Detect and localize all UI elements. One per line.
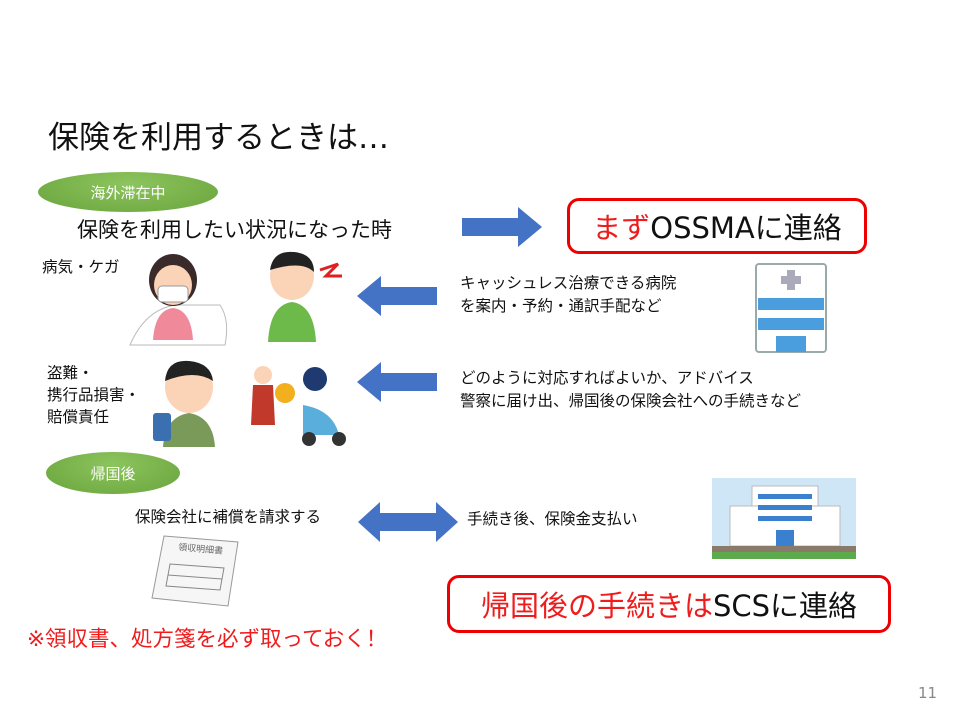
scs-contact-red: 帰国後の手続きは <box>480 589 713 623</box>
broken-phone-illustration <box>153 360 215 447</box>
illness-support-line2: を案内・予約・通訳手配など <box>460 297 662 315</box>
sick-person-illustration <box>129 254 228 346</box>
payment-text: 手続き後、保険金支払い <box>467 510 638 528</box>
injured-person-illustration <box>268 251 342 342</box>
situation-text: 保険を利用したい状況になった時 <box>77 218 392 242</box>
badge-abroad: 海外滞在中 <box>38 172 218 212</box>
receipt-note: ※領収書、処方箋を必ず取っておく！ <box>27 627 388 652</box>
svg-text:領収明細書: 領収明細書 <box>178 541 224 557</box>
insurance-company-building-illustration <box>712 478 856 559</box>
theft-label-line3: 賠償責任 <box>47 408 110 426</box>
page-number: 11 <box>918 684 938 702</box>
theft-support-text: どのように対応すればよいか、アドバイス 警察に届け出、帰国後の保険会社への手続き… <box>460 367 801 413</box>
theft-label-line1: 盗難・ <box>47 364 94 382</box>
theft-label-line2: 携行品損害・ <box>47 386 141 404</box>
ossma-contact-red: まず <box>592 211 651 245</box>
double-arrow-icon <box>358 502 458 542</box>
theft-support-line1: どのように対応すればよいか、アドバイス <box>460 369 754 387</box>
theft-support-line2: 警察に届け出、帰国後の保険会社への手続きなど <box>460 392 802 410</box>
badge-after-return: 帰国後 <box>46 452 180 494</box>
snatch-theft-illustration <box>251 366 346 446</box>
illness-label: 病気・ケガ <box>42 258 120 276</box>
slide-title: 保険を利用するときは… <box>48 120 389 156</box>
receipt-illustration: 領収明細書 <box>151 535 239 607</box>
claim-text: 保険会社に補償を請求する <box>135 508 322 526</box>
illness-support-line1: キャッシュレス治療できる病院 <box>460 274 677 292</box>
scs-contact-black: SCSに連絡 <box>712 589 858 623</box>
hospital-icon <box>755 263 827 353</box>
ossma-contact-black: OSSMAに連絡 <box>650 211 842 245</box>
left-arrow-icon <box>357 276 437 316</box>
right-arrow-icon <box>462 207 542 247</box>
left-arrow-icon <box>357 362 437 402</box>
illness-support-text: キャッシュレス治療できる病院 を案内・予約・通訳手配など <box>460 272 676 318</box>
theft-label: 盗難・ 携行品損害・ 賠償責任 <box>47 362 140 428</box>
